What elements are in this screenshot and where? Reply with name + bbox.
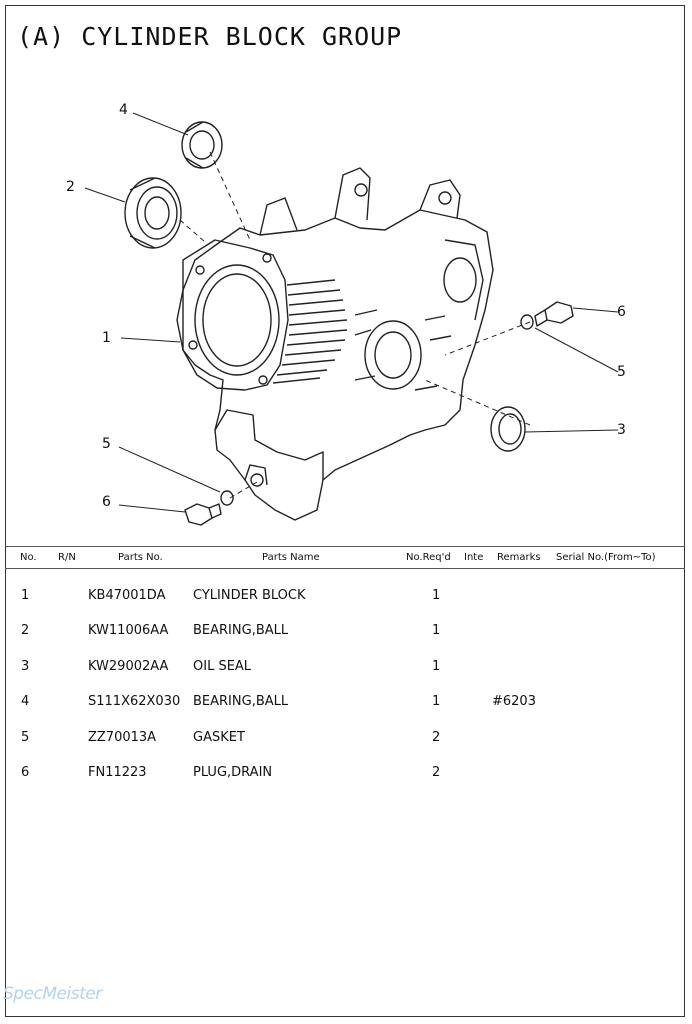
row-qty: 2 [432,730,441,745]
row-no: 4 [21,694,30,709]
drain-plug-6-upper-part [534,301,574,327]
table-header-rule [5,568,685,569]
header-rn: R/N [58,552,76,563]
header-parts-no: Parts No. [118,552,163,563]
gasket-5-lower-part [220,490,234,506]
row-no: 5 [21,730,30,745]
row-no: 6 [21,765,30,780]
callout-2: 2 [66,179,75,195]
callout-5-upper: 5 [617,364,626,380]
gasket-5-upper-part [520,314,534,330]
row-parts-no: KW11006AA [88,623,169,638]
row-remarks: #6203 [492,694,536,709]
callout-4: 4 [119,102,128,118]
table-row: 5 ZZ70013A GASKET 2 [0,730,692,750]
header-inte: Inte [464,552,484,563]
header-serial: Serial No.(From~To) [556,552,656,563]
header-remarks: Remarks [497,552,541,563]
oil-seal-3-part [490,406,526,452]
row-qty: 1 [432,694,441,709]
row-parts-no: ZZ70013A [88,730,157,745]
row-parts-no: KB47001DA [88,588,166,603]
table-row: 2 KW11006AA BEARING,BALL 1 [0,623,692,643]
row-no: 2 [21,623,30,638]
row-qty: 1 [432,659,441,674]
drain-plug-6-lower-part [184,503,222,526]
watermark-logo: SpecMeister [3,984,102,1004]
exploded-parts-diagram [84,112,619,526]
row-qty: 1 [432,588,441,603]
row-qty: 1 [432,623,441,638]
header-no: No. [20,552,37,563]
page-title: (A) CYLINDER BLOCK GROUP [17,22,403,51]
table-row: 4 S111X62X030 BEARING,BALL 1 #6203 [0,694,692,714]
header-no-reqd: No.Req'd [406,552,451,563]
table-row: 3 KW29002AA OIL SEAL 1 [0,659,692,679]
callout-3: 3 [617,422,626,438]
callout-1: 1 [102,330,111,346]
row-parts-name: CYLINDER BLOCK [193,588,306,603]
row-qty: 2 [432,765,441,780]
row-parts-name: OIL SEAL [193,659,252,674]
table-row: 1 KB47001DA CYLINDER BLOCK 1 [0,588,692,608]
leader-lines [84,112,619,513]
callout-6-upper: 6 [617,304,626,320]
row-parts-no: KW29002AA [88,659,169,674]
row-parts-no: S111X62X030 [88,694,181,709]
row-parts-name: BEARING,BALL [193,694,289,709]
row-parts-no: FN11223 [88,765,147,780]
callout-5-lower: 5 [102,436,111,452]
row-parts-name: BEARING,BALL [193,623,289,638]
table-top-rule [5,546,685,547]
cylinder-block-part [176,167,494,521]
bearing-4-part [181,121,223,169]
row-parts-name: GASKET [193,730,245,745]
row-no: 1 [21,588,30,603]
bearing-2-part [124,177,182,249]
page-frame [5,5,685,1017]
table-row: 6 FN11223 PLUG,DRAIN 2 [0,765,692,785]
header-parts-name: Parts Name [262,552,320,563]
callout-6-lower: 6 [102,494,111,510]
row-no: 3 [21,659,30,674]
row-parts-name: PLUG,DRAIN [193,765,273,780]
